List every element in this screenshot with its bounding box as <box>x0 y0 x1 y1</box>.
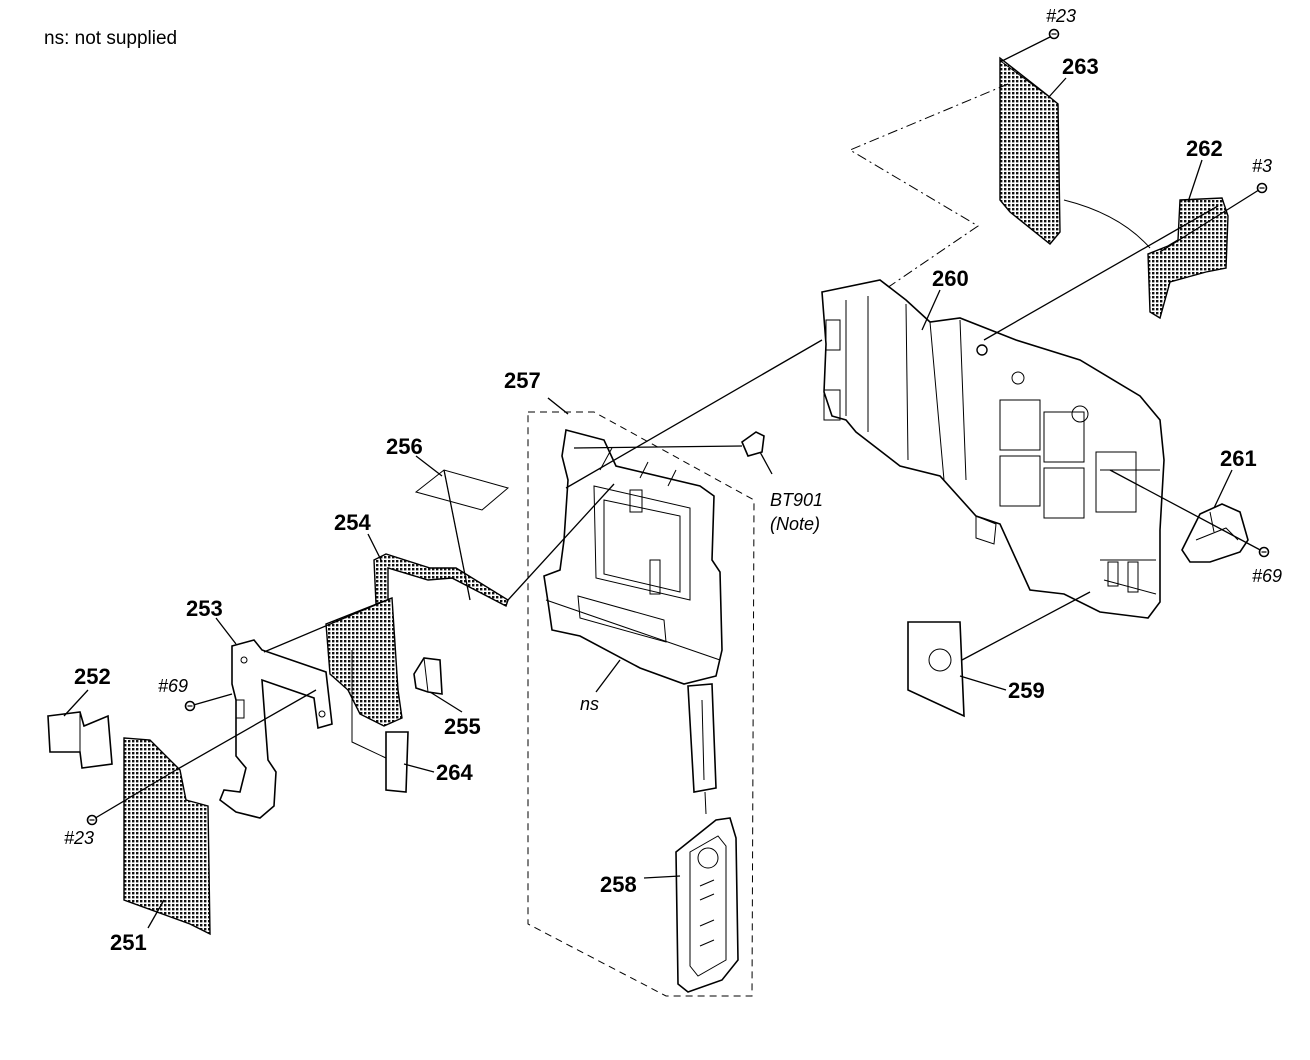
label-262: 262 <box>1186 136 1223 161</box>
label-bt901: BT901 <box>770 490 823 510</box>
battery-clip-bt901 <box>741 431 773 475</box>
shield-251 <box>86 737 211 936</box>
label-261: 261 <box>1220 446 1257 471</box>
bracket-253 <box>184 639 333 819</box>
label-255: 255 <box>444 714 481 739</box>
legend-note: ns: not supplied <box>44 28 178 49</box>
frame-260 <box>821 279 1165 619</box>
battery-holder-257 <box>543 429 723 685</box>
screw-3 <box>1256 182 1268 194</box>
cover-258 <box>675 817 739 993</box>
label-264: 264 <box>436 760 473 785</box>
shield-262 <box>1063 182 1268 320</box>
label-259: 259 <box>1008 678 1045 703</box>
screw-23-left <box>86 814 98 826</box>
pad-259 <box>907 591 1091 718</box>
screw-23-top <box>1048 28 1060 40</box>
screw-69-right <box>1258 546 1270 558</box>
screw-69-left <box>184 700 196 712</box>
label-260: 260 <box>932 266 969 291</box>
label-screw-23-left: #23 <box>64 828 94 848</box>
label-252: 252 <box>74 664 111 689</box>
shield-263 <box>999 28 1061 245</box>
label-screw-69-right: #69 <box>1252 566 1282 586</box>
flex-cable-254 <box>325 553 509 727</box>
label-258: 258 <box>600 872 637 897</box>
label-screw-3: #3 <box>1252 156 1272 176</box>
bracket-261 <box>1109 469 1270 563</box>
sheet-264 <box>385 731 409 793</box>
label-263: 263 <box>1062 54 1099 79</box>
label-253: 253 <box>186 596 223 621</box>
label-257: 257 <box>504 368 541 393</box>
assembly-boundary-257 <box>527 411 755 997</box>
label-bt901-note: (Note) <box>770 514 820 534</box>
label-256: 256 <box>386 434 423 459</box>
label-screw-23-top: #23 <box>1046 6 1076 26</box>
strip-257 <box>687 683 717 793</box>
label-254: 254 <box>334 510 371 535</box>
sheet-256 <box>414 469 510 511</box>
label-251: 251 <box>110 930 147 955</box>
label-not-supplied: ns <box>580 694 599 714</box>
label-screw-69-left: #69 <box>158 676 188 696</box>
